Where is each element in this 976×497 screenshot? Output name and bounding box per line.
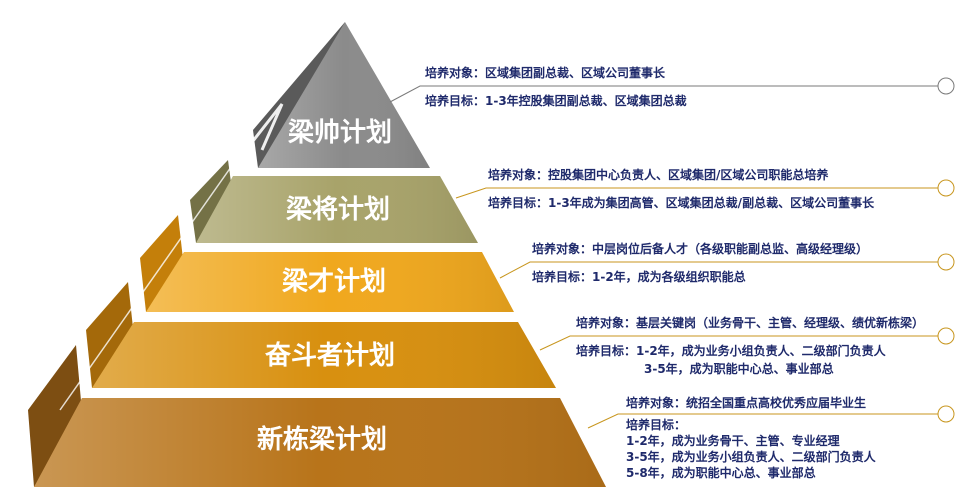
tier-3-target: 培养对象：中层岗位后备人才（各级职能副总监、高级经理级）	[532, 242, 869, 256]
tip-highlight	[236, 103, 284, 161]
connector-5-circle	[937, 405, 955, 423]
spacer	[576, 332, 924, 342]
tier-2-target: 培养对象：控股集团中心负责人、区域集团/区域公司职能总培养	[488, 168, 829, 182]
tier-3-goal: 培养目标：1-2年，成为各级组织职能总	[532, 270, 746, 284]
connector-2	[455, 179, 955, 199]
tier-1-goal: 培养目标：1-3年控股集团副总裁、区域集团总裁	[425, 94, 687, 108]
tier-5-goal-1: 1-2年，成为业务骨干、主管、专业经理	[626, 434, 840, 448]
tier-5-info: 培养对象：统招全国重点高校优秀应届毕业生 培养目标： 1-2年，成为业务骨干、主…	[626, 395, 876, 481]
connector-5	[587, 405, 955, 429]
tier-4-target: 培养对象：基层关键岗（业务骨干、主管、经理级、绩优新栋梁）	[576, 316, 925, 330]
tier-4-label: 奋斗者计划	[264, 341, 395, 371]
spacer	[425, 82, 687, 92]
tier-3-shape	[140, 215, 514, 312]
connector-1-circle	[937, 77, 955, 95]
tier-3-side	[140, 215, 184, 312]
tier-1-label: 梁帅计划	[287, 118, 392, 148]
connector-4	[539, 327, 955, 351]
tier-1-target: 培养对象：区域集团副总裁、区域公司董事长	[425, 66, 666, 80]
tier-2-label: 梁将计划	[285, 195, 390, 225]
tier-5-goal: 培养目标：	[626, 418, 687, 432]
tier-4-side	[86, 282, 134, 388]
tier-4-shape	[86, 282, 556, 388]
connector-3	[499, 253, 955, 279]
tier-5-side	[28, 345, 82, 487]
spacer	[488, 184, 874, 194]
connector-3-circle	[937, 253, 955, 271]
connector-2-circle	[937, 179, 955, 197]
tier-5-shape	[28, 345, 606, 487]
tier-5-goal-2: 3-5年，成为业务小组负责人、二级部门负责人	[626, 450, 876, 464]
tier-2-goal: 培养目标：1-3年成为集团高管、区域集团总裁/副总裁、区域公司董事长	[488, 196, 875, 210]
tier-4-goal-2: 3-5年，成为职能中心总、事业部总	[644, 362, 834, 376]
tier-1-side	[253, 22, 345, 168]
tier-4-goal: 培养目标：1-2年，成为业务小组负责人、二级部门负责人	[576, 344, 886, 358]
tier-2-shape	[190, 160, 478, 243]
connector-1	[389, 77, 955, 103]
tier-1-info: 培养对象：区域集团副总裁、区域公司董事长 培养目标：1-3年控股集团副总裁、区域…	[425, 64, 687, 110]
tier-3-label: 梁才计划	[281, 267, 386, 297]
tier-1-shape	[253, 22, 430, 168]
connector-4-circle	[937, 327, 955, 345]
spacer	[532, 258, 868, 268]
tier-5-label: 新栋梁计划	[257, 424, 387, 455]
tier-5-goal-3: 5-8年，成为职能中心总、事业部总	[626, 466, 816, 480]
edge-highlight	[59, 139, 251, 411]
tier-2-side	[190, 160, 234, 243]
tier-4-info: 培养对象：基层关键岗（业务骨干、主管、经理级、绩优新栋梁） 培养目标：1-2年，…	[576, 314, 924, 378]
tier-3-info: 培养对象：中层岗位后备人才（各级职能副总监、高级经理级） 培养目标：1-2年，成…	[532, 240, 868, 286]
tier-5-target: 培养对象：统招全国重点高校优秀应届毕业生	[626, 396, 867, 410]
tier-2-info: 培养对象：控股集团中心负责人、区域集团/区域公司职能总培养 培养目标：1-3年成…	[488, 166, 874, 212]
